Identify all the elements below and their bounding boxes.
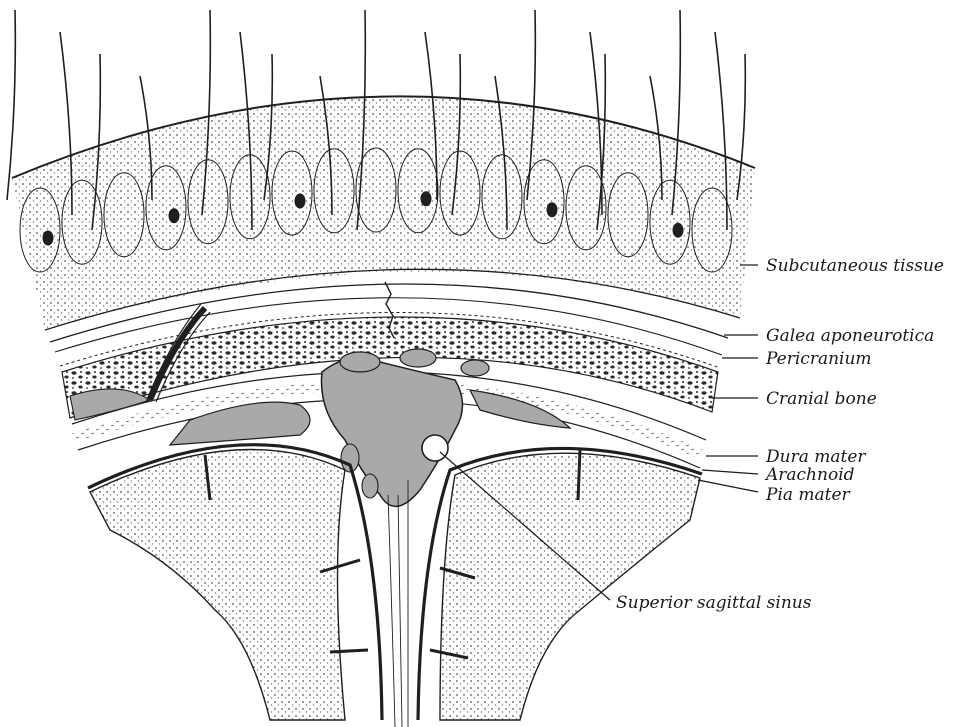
- label-subcutaneous-tissue: Subcutaneous tissue: [766, 256, 944, 276]
- hair-shaft: [7, 10, 15, 200]
- sebaceous-gland: [43, 231, 53, 245]
- sebaceous-gland: [673, 223, 683, 237]
- label-galea-aponeurotica: Galea aponeurotica: [766, 326, 934, 346]
- leader-arachnoid: [702, 470, 758, 474]
- label-dura-mater: Dura mater: [765, 447, 866, 467]
- label-superior-sagittal-sinus: Superior sagittal sinus: [616, 593, 812, 613]
- sebaceous-gland: [547, 203, 557, 217]
- label-pia-mater: Pia mater: [765, 485, 851, 505]
- sebaceous-gland: [295, 194, 305, 208]
- label-cranial-bone: Cranial bone: [766, 389, 877, 409]
- label-pericranium: Pericranium: [765, 349, 872, 369]
- subcutaneous-tissue-layer: [12, 96, 755, 330]
- label-arachnoid: Arachnoid: [764, 465, 855, 485]
- sebaceous-gland: [421, 192, 431, 206]
- leader-pia: [698, 480, 758, 492]
- sebaceous-gland: [169, 209, 179, 223]
- falx-cerebri: [388, 480, 408, 727]
